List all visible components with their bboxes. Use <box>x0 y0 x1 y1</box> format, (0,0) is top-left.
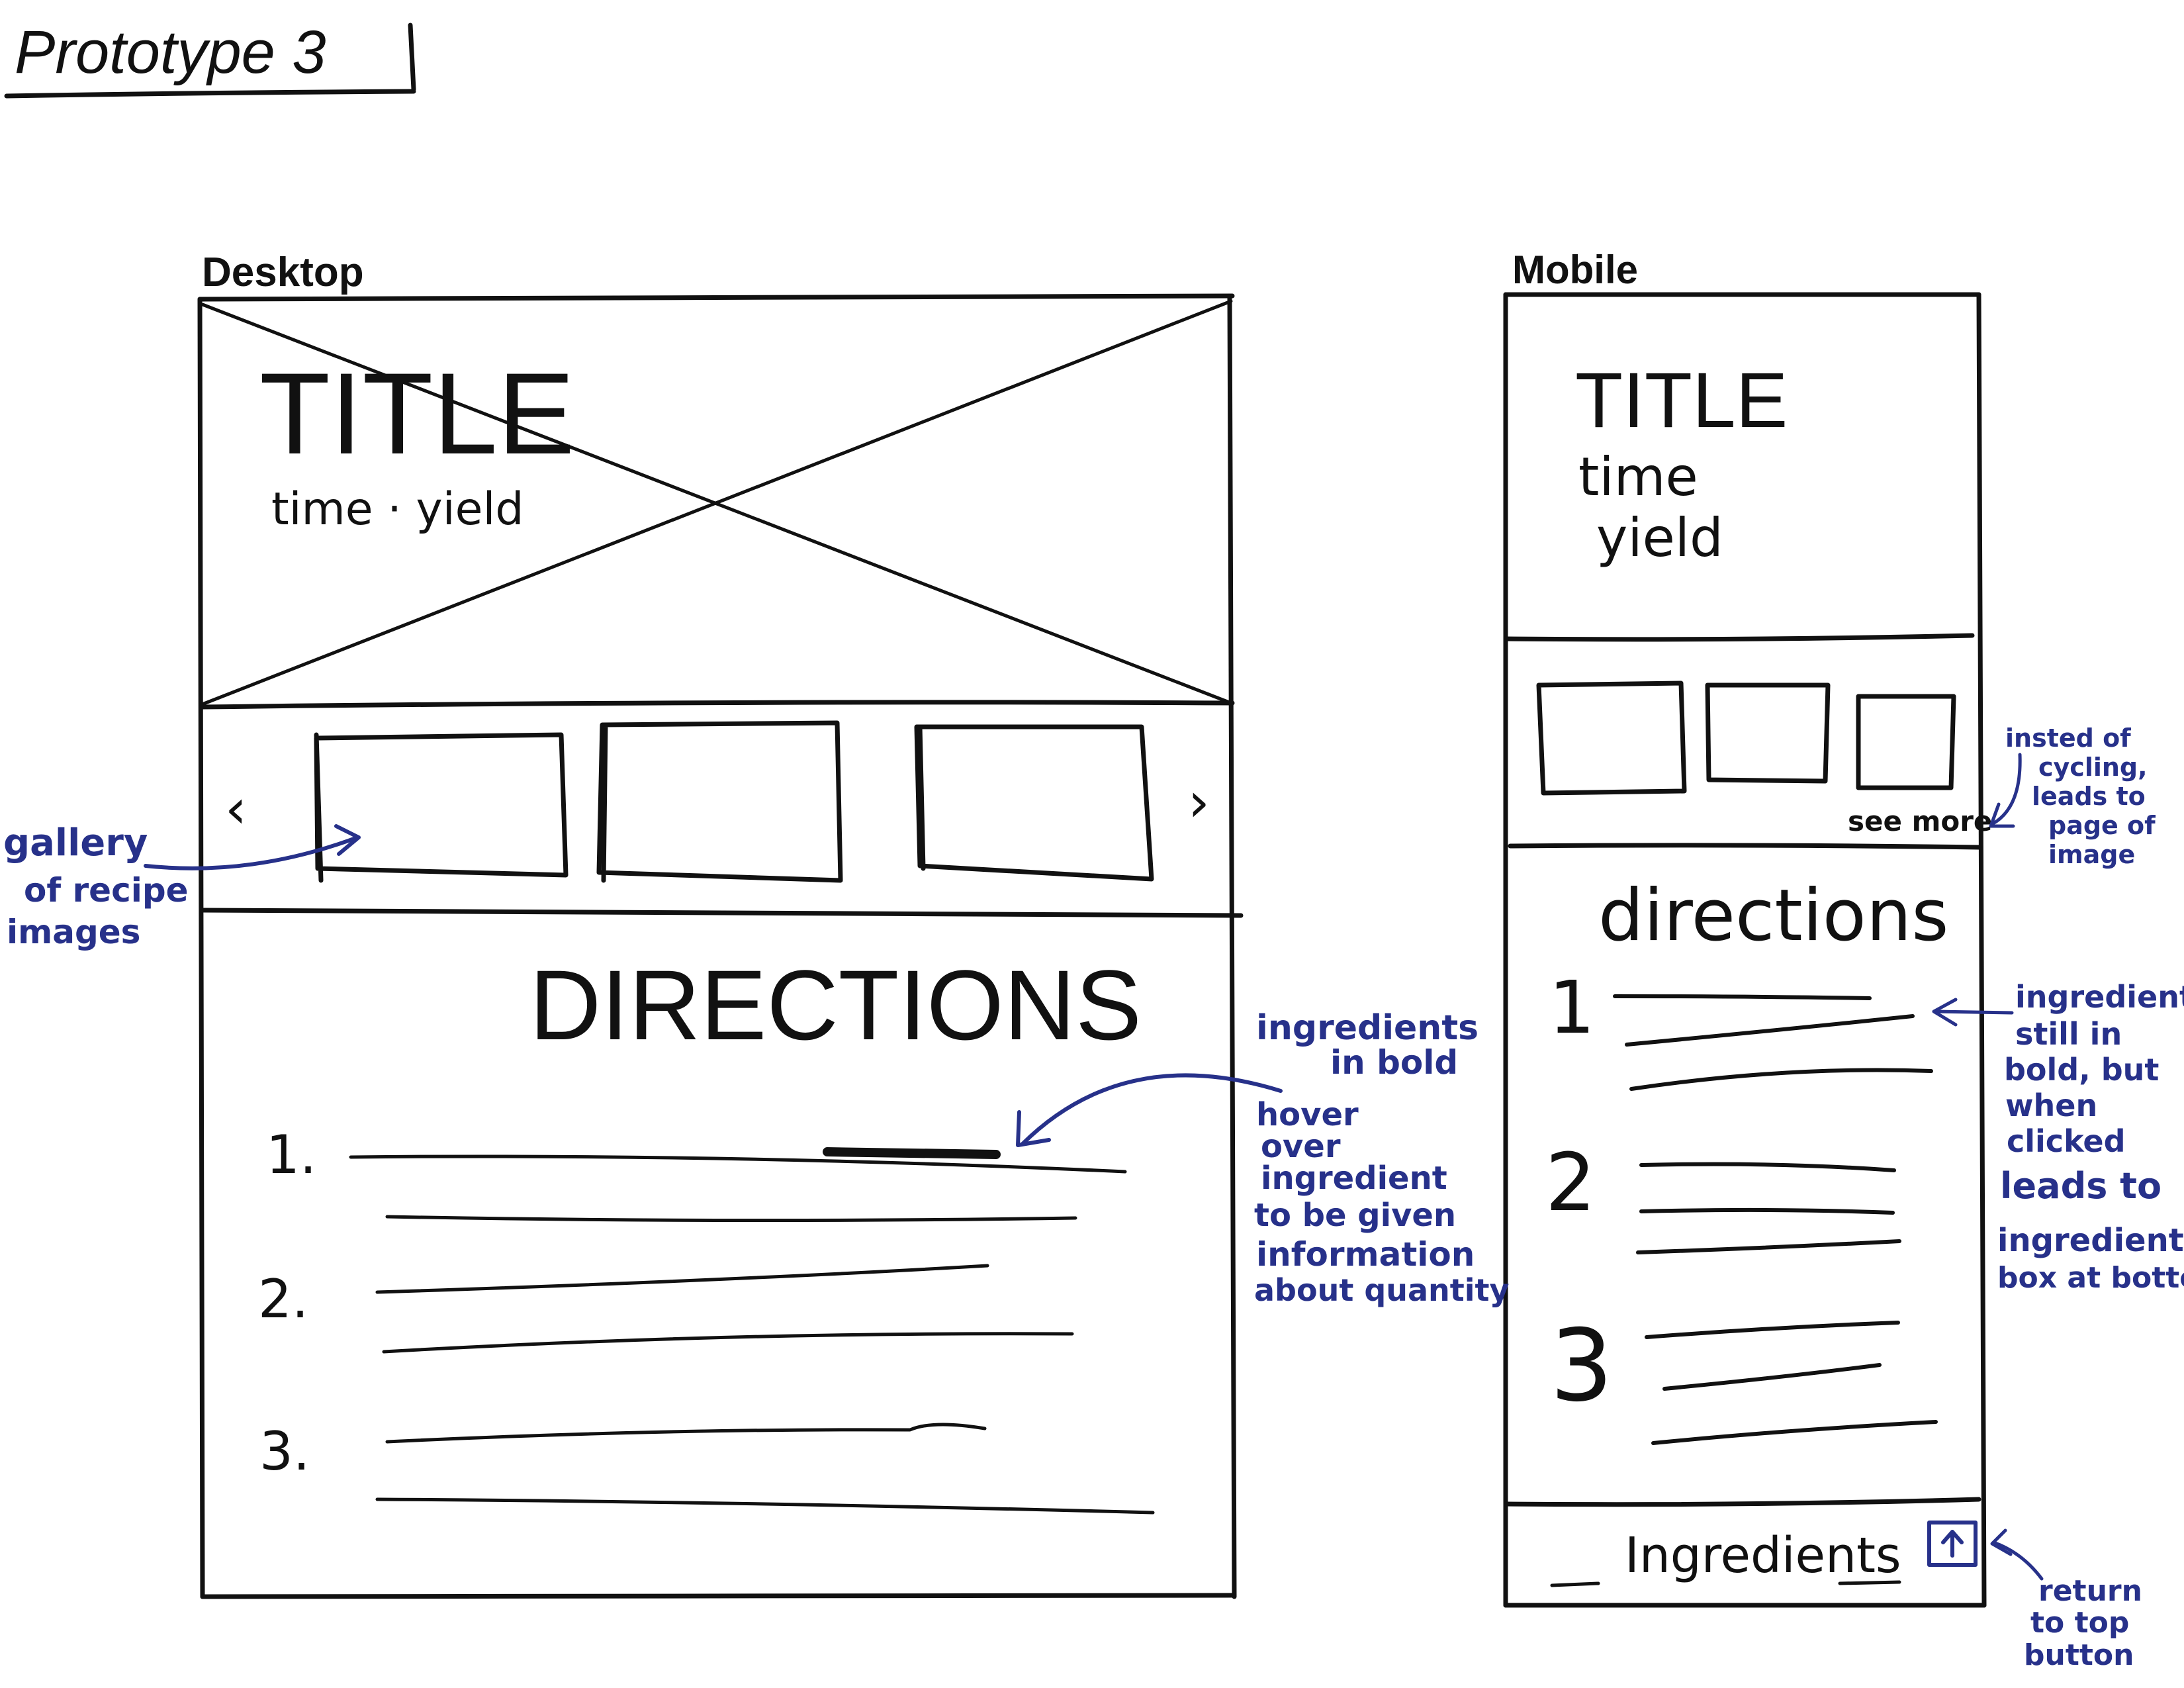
note-hover-line-2: over <box>1261 1128 1341 1165</box>
note-mobile-bold-line-5: clicked <box>2007 1123 2126 1159</box>
mobile-directions-heading: directions <box>1598 874 1949 957</box>
mobile-gallery-top-divider <box>1503 633 1975 642</box>
mobile-gallery-thumb-3[interactable] <box>1856 694 1956 790</box>
mobile-step-1-number: 1 <box>1549 965 1595 1050</box>
mobile-ingredients-bar-divider <box>1503 1497 1981 1507</box>
mobile-ingredients-bar-dash <box>1550 1581 1600 1587</box>
desktop-step-1-line-a <box>349 1154 1127 1174</box>
bold-arrow <box>1016 1073 1283 1147</box>
note-gallery-line-1: gallery <box>3 821 148 865</box>
note-hover-line-4: to be given <box>1254 1197 1456 1234</box>
title-cursor-stroke <box>408 23 416 92</box>
mobile-ingredients-bar-label[interactable]: Ingredients <box>1625 1527 1901 1584</box>
mobile-see-more-link[interactable]: see more <box>1848 805 1992 837</box>
annotations: gallery of recipe images ingredients in … <box>3 724 2184 1672</box>
desktop-label: Desktop <box>202 250 364 295</box>
note-bold-line-1: ingredients <box>1256 1008 1479 1048</box>
mobile-gallery-thumb-1[interactable] <box>1536 680 1687 796</box>
desktop-step-3-number: 3. <box>259 1421 310 1482</box>
desktop-step-2-number: 2. <box>258 1268 308 1330</box>
desktop-time-yield: time · yield <box>271 483 524 536</box>
note-hover-line-1: hover <box>1256 1096 1359 1133</box>
arrow-up-icon[interactable] <box>1941 1530 1964 1558</box>
mobile-step-1-line-a <box>1613 994 1872 1000</box>
hero-image-cross-b <box>202 299 1233 706</box>
title-underline <box>4 89 416 99</box>
note-hover-line-3: ingredient <box>1261 1160 1447 1197</box>
mobile-frame-right <box>1976 292 1987 1608</box>
note-mobile-bold-line-6: leads to <box>2000 1165 2161 1207</box>
mobile-gallery-thumb-2[interactable] <box>1705 682 1831 784</box>
note-cycling-line-4: page of <box>2048 811 2156 840</box>
note-bold-line-2: in bold <box>1330 1043 1458 1082</box>
desktop-step-3-line-b <box>375 1497 1155 1515</box>
cycling-arrow <box>1989 753 2022 828</box>
page-title: Prototype 3 <box>15 19 326 86</box>
mobile-step-3-line-c <box>1651 1420 1938 1445</box>
mobile-title: TITLE <box>1575 357 1788 444</box>
mobile-step-1-line-c <box>1629 1068 1933 1091</box>
mobile-step-2-line-a <box>1639 1162 1896 1172</box>
note-mobile-bold-line-3: bold, but <box>2004 1052 2159 1088</box>
mobile-step-1-line-b <box>1625 1014 1915 1047</box>
gallery-next-icon[interactable]: › <box>1188 771 1210 834</box>
gallery-arrow <box>144 824 361 870</box>
note-hover-line-5: information <box>1256 1235 1475 1274</box>
mobile-label: Mobile <box>1512 248 1638 292</box>
mobile-time: time <box>1578 446 1698 508</box>
desktop-title: TITLE <box>259 350 574 479</box>
gallery-bottom-divider <box>200 908 1244 918</box>
desktop-frame-right <box>1227 293 1237 1599</box>
gallery-top-divider <box>200 700 1235 710</box>
note-mobile-bold-line-1: ingredients <box>2015 979 2184 1015</box>
note-mobile-bold-line-7: ingredients <box>1997 1222 2184 1259</box>
mobile-yield: yield <box>1596 507 1723 569</box>
desktop-frame-left <box>197 297 205 1599</box>
mobile-bold-arrow <box>1932 998 2014 1027</box>
mobile-wireframe: Mobile TITLE time yield see more directi… <box>1503 248 1992 1608</box>
note-mobile-bold-line-2: still in <box>2015 1016 2122 1052</box>
note-mobile-bold-line-8: box at bottom <box>1997 1261 2184 1295</box>
desktop-directions-heading: DIRECTIONS <box>529 949 1142 1060</box>
gallery-thumb-3[interactable] <box>914 724 1154 882</box>
mobile-gallery-bottom-divider <box>1508 843 1981 850</box>
desktop-step-1-line-b <box>385 1215 1077 1223</box>
note-cycling-line-3: leads to <box>2032 782 2146 811</box>
desktop-step-2-line-a <box>375 1264 989 1294</box>
note-hover-line-6: about quantity <box>1254 1272 1510 1308</box>
desktop-frame-bottom <box>200 1593 1237 1599</box>
note-gallery-line-3: images <box>7 913 140 951</box>
desktop-wireframe: Desktop TITLE time · yield ‹ › DIRECTION… <box>197 250 1244 1599</box>
desktop-step-1-bold-ingredient[interactable] <box>823 1147 1001 1159</box>
mobile-step-3-line-a <box>1645 1321 1900 1339</box>
note-return-line-2: to top <box>2030 1606 2129 1640</box>
return-arrow <box>1990 1528 2044 1581</box>
mobile-ingredients-bar-underline <box>1838 1580 1901 1585</box>
desktop-step-2-line-b <box>382 1332 1074 1354</box>
mobile-step-3-line-b <box>1662 1363 1882 1391</box>
note-cycling-line-2: cycling, <box>2038 753 2148 782</box>
mobile-step-3-number: 3 <box>1550 1309 1613 1424</box>
desktop-step-3-line-a <box>385 1423 987 1444</box>
mobile-step-2-line-b <box>1639 1207 1895 1215</box>
gallery-thumb-1[interactable] <box>314 732 569 883</box>
note-return-line-1: return <box>2038 1574 2142 1608</box>
desktop-frame-top <box>197 293 1235 302</box>
mobile-step-2-line-c <box>1636 1239 1901 1254</box>
note-gallery-line-2: of recipe <box>24 871 189 910</box>
mobile-step-2-number: 2 <box>1545 1137 1596 1229</box>
note-return-line-3: button <box>2024 1638 2134 1672</box>
desktop-step-1-number: 1. <box>266 1124 316 1186</box>
return-to-top-button[interactable] <box>1927 1521 1978 1567</box>
return-to-top-box[interactable] <box>1927 1521 1978 1567</box>
note-mobile-bold-line-4: when <box>2005 1088 2097 1123</box>
gallery-thumb-2[interactable] <box>596 720 843 883</box>
gallery-prev-icon[interactable]: ‹ <box>225 778 247 841</box>
note-cycling-line-5: image <box>2048 840 2135 869</box>
note-cycling-line-1: insted of <box>2005 724 2131 753</box>
